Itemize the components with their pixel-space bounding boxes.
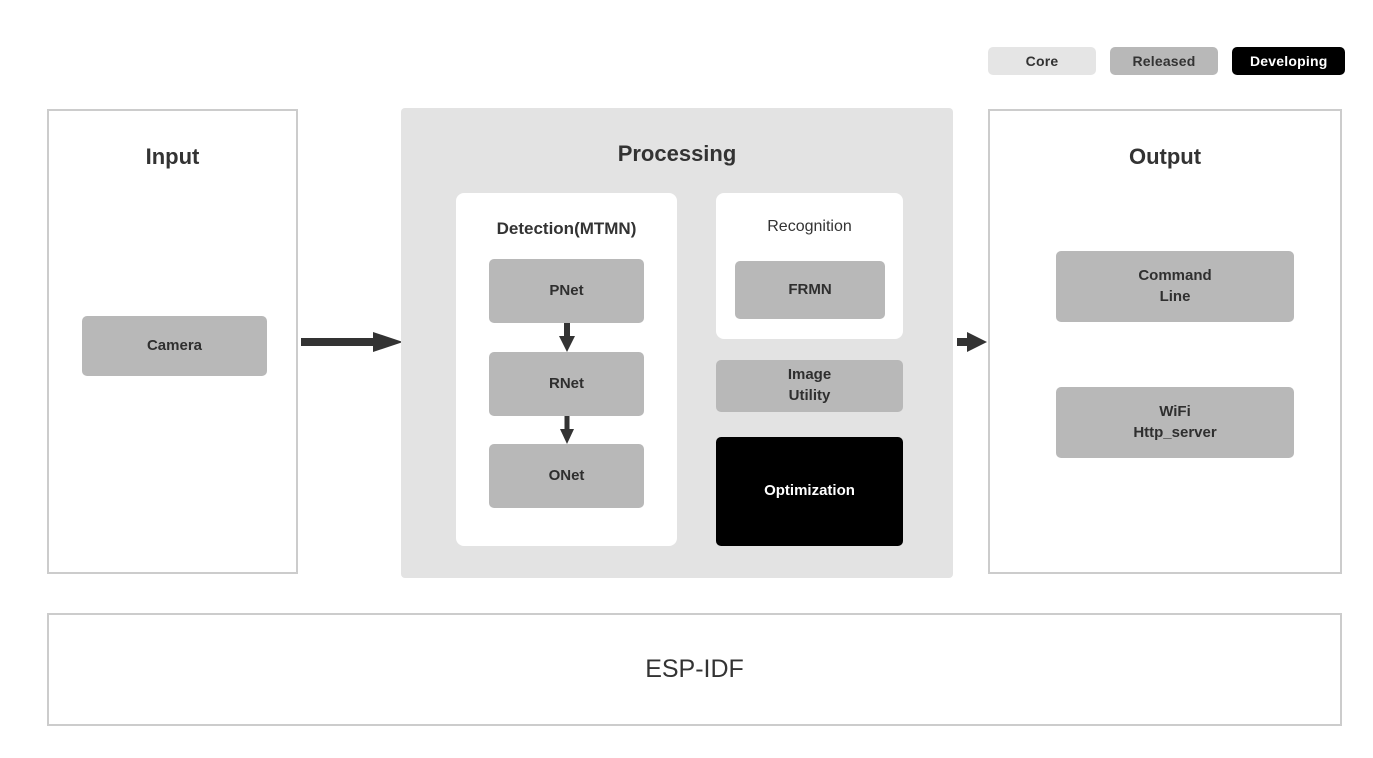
card-detection-title: Detection(MTMN) xyxy=(496,219,637,238)
card-recognition-title: Recognition xyxy=(767,218,852,235)
block-camera-label: Camera xyxy=(146,336,203,354)
block-wifi-http-server-line2: Http_server xyxy=(1133,423,1217,441)
arrow-processing-to-output xyxy=(957,332,987,352)
panel-input: Input Camera xyxy=(47,109,298,574)
block-command-line-line1: Command xyxy=(1138,266,1212,284)
esp-idf-label: ESP-IDF xyxy=(645,655,744,683)
block-wifi-http-server-line1: WiFi xyxy=(1159,402,1191,420)
panel-input-title: Input xyxy=(145,144,200,169)
card-detection: Detection(MTMN) PNet RNet ONet xyxy=(456,193,677,546)
panel-output-title: Output xyxy=(1128,144,1202,169)
card-recognition: Recognition FRMN xyxy=(716,193,903,339)
legend: Core Released Developing xyxy=(988,47,1346,75)
block-command-line-line2: Line xyxy=(1159,287,1191,305)
block-wifi-http-server[interactable]: WiFi Http_server xyxy=(1056,387,1294,458)
legend-label-released: Released xyxy=(1132,53,1196,69)
block-rnet-label: RNet xyxy=(548,374,584,392)
legend-chip-developing[interactable]: Developing xyxy=(1232,47,1346,75)
block-image-utility[interactable]: Image Utility xyxy=(716,360,903,412)
arrow-rnet-to-onet xyxy=(559,416,574,444)
block-pnet-label: PNet xyxy=(549,281,584,299)
block-rnet[interactable]: RNet xyxy=(489,352,644,416)
legend-label-developing: Developing xyxy=(1250,53,1328,69)
block-image-utility-line1: Image xyxy=(787,366,832,384)
block-pnet[interactable]: PNet xyxy=(489,259,644,323)
legend-label-core: Core xyxy=(1025,53,1059,69)
legend-chip-core[interactable]: Core xyxy=(988,47,1096,75)
block-frmn[interactable]: FRMN xyxy=(735,261,885,319)
legend-chip-released[interactable]: Released xyxy=(1110,47,1218,75)
block-optimization[interactable]: Optimization xyxy=(716,437,903,546)
arrow-input-to-processing xyxy=(301,332,403,352)
block-frmn-label: FRMN xyxy=(788,280,832,298)
block-command-line[interactable]: Command Line xyxy=(1056,251,1294,322)
block-camera[interactable]: Camera xyxy=(82,316,267,376)
block-image-utility-line2: Utility xyxy=(788,387,831,404)
panel-processing-title: Processing xyxy=(617,141,737,166)
panel-output: Output Command Line WiFi Http_server xyxy=(988,109,1342,574)
arrow-pnet-to-rnet xyxy=(558,323,575,352)
block-optimization-label: Optimization xyxy=(764,482,855,500)
panel-processing: Processing Detection(MTMN) PNet RNet ONe… xyxy=(401,108,953,578)
block-onet-label: ONet xyxy=(548,466,585,484)
panel-esp-idf: ESP-IDF xyxy=(47,613,1342,726)
block-onet[interactable]: ONet xyxy=(489,444,644,508)
